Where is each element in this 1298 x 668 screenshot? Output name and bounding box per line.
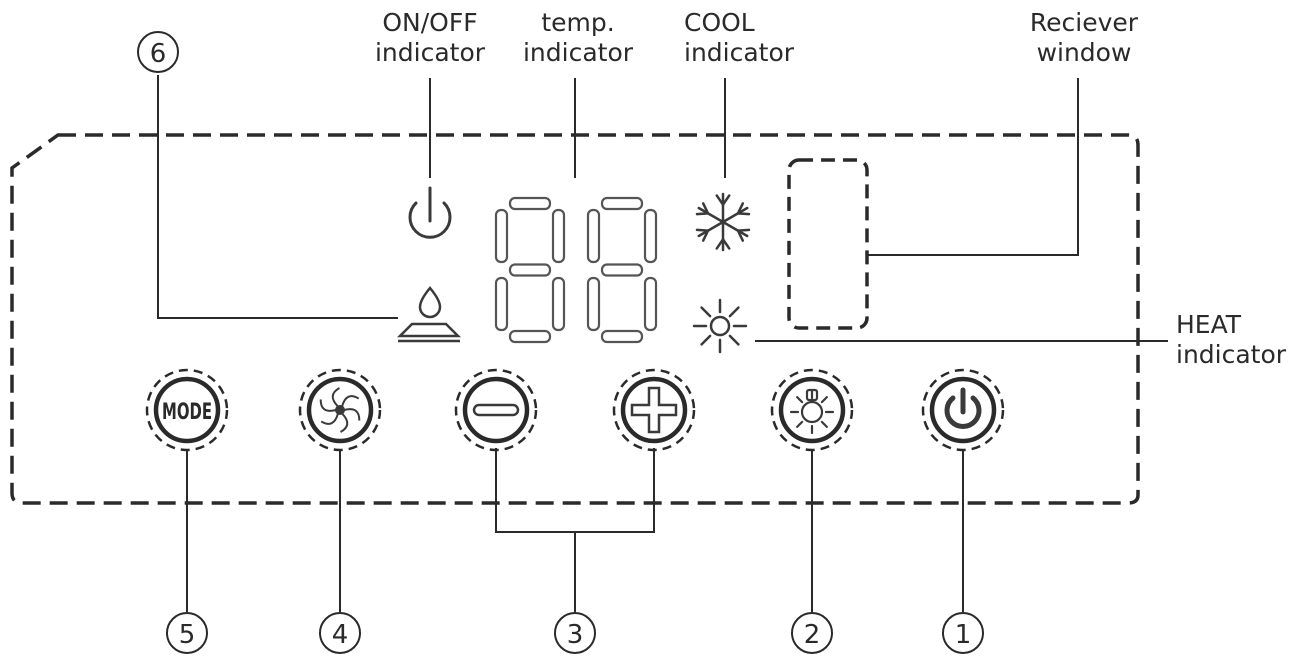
- callout-4: 4: [319, 612, 361, 654]
- digit-1-segment: [494, 208, 509, 264]
- callout-3: 3: [554, 612, 596, 654]
- digit-2-segment: [643, 208, 658, 264]
- on-off-indicator-label: ON/OFF indicator: [374, 8, 486, 67]
- receiver-window-label: Reciever window: [1029, 8, 1139, 67]
- cool-indicator-label: COOL indicator: [684, 8, 795, 67]
- power-icon: [944, 387, 982, 429]
- digit-2-segment: [643, 276, 658, 332]
- digit-1-segment: [551, 276, 566, 332]
- digit-1-segment: [508, 196, 552, 211]
- svg-text:4: 4: [332, 620, 349, 650]
- svg-text:3: 3: [567, 620, 584, 650]
- svg-text:2: 2: [804, 620, 821, 650]
- power-button[interactable]: [921, 368, 1005, 452]
- heat-indicator-label: HEAT indicator: [1176, 310, 1287, 369]
- digit-2-segment: [600, 329, 644, 344]
- fan-icon: [319, 387, 361, 433]
- plus-button[interactable]: [612, 368, 696, 452]
- digit-2-segment: [586, 208, 601, 264]
- callout-5: 5: [166, 612, 208, 654]
- sun-icon: [692, 298, 748, 354]
- digit-2-segment: [600, 263, 644, 277]
- svg-text:1: 1: [955, 620, 972, 650]
- svg-text:5: 5: [179, 620, 196, 650]
- light-button[interactable]: [770, 368, 854, 452]
- digit-1-segment: [508, 263, 552, 277]
- digit-2-segment: [586, 276, 601, 332]
- digit-1-segment: [551, 208, 566, 264]
- temperature-display: [494, 196, 658, 344]
- receiver-window: [787, 158, 869, 330]
- callout-1: 1: [942, 612, 984, 654]
- temp-indicator-label: temp. indicator: [522, 8, 634, 67]
- light-bulb-icon: [789, 388, 835, 435]
- plus-icon: [630, 386, 678, 434]
- snowflake-icon: [695, 192, 751, 252]
- mode-button[interactable]: MODE: [145, 368, 229, 452]
- panel-outline: [10, 133, 1140, 505]
- digit-1-segment: [508, 329, 552, 344]
- digit-2-segment: [600, 196, 644, 211]
- minus-icon: [472, 403, 520, 417]
- mode-button-label: MODE: [162, 400, 212, 425]
- digit-1-segment: [494, 276, 509, 332]
- svg-text:6: 6: [150, 39, 167, 69]
- callout-6: 6: [137, 31, 179, 73]
- fan-button[interactable]: [298, 368, 382, 452]
- power-indicator-icon: [408, 186, 452, 239]
- water-drop-icon: [396, 286, 462, 343]
- callout-2: 2: [791, 612, 833, 654]
- minus-button[interactable]: [454, 368, 538, 452]
- leader-lines: [157, 75, 1168, 612]
